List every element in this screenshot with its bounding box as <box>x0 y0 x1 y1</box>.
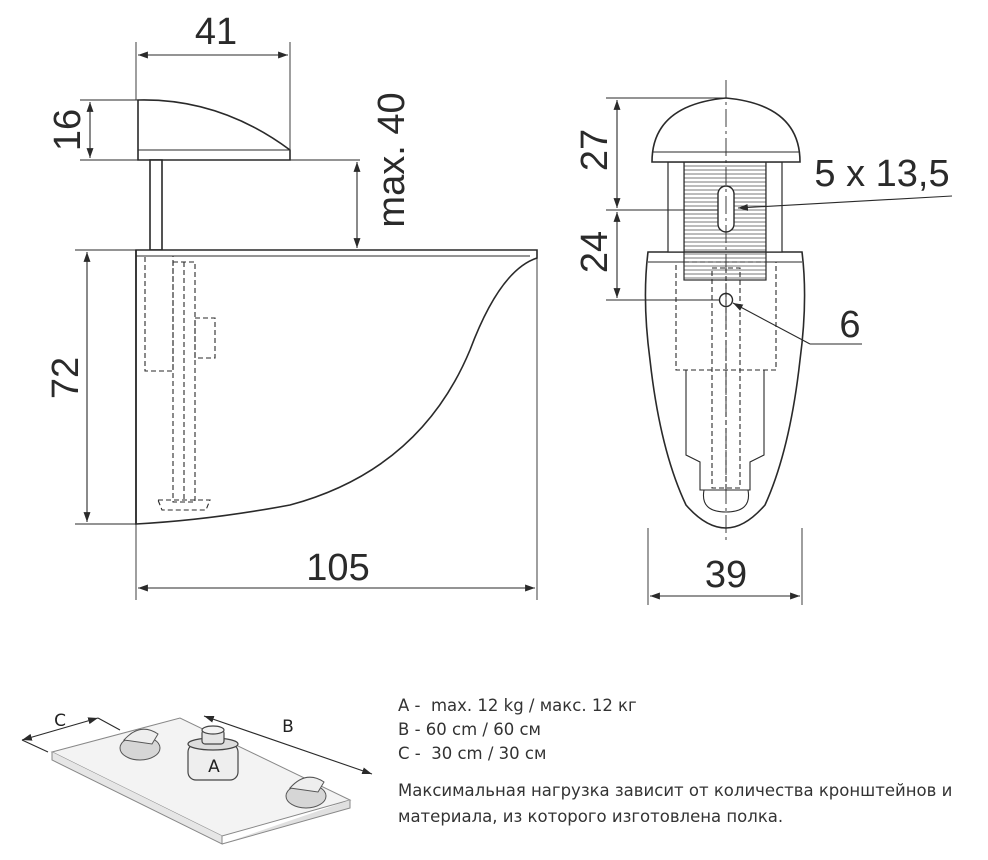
dim-slot-height: 24 <box>574 231 616 273</box>
side-post <box>149 159 163 251</box>
dim-top-height: 16 <box>47 109 89 151</box>
dim-slot-size: 5 x 13,5 <box>814 153 949 195</box>
label-c: C <box>54 711 66 731</box>
legend-b: B - 60 cm / 60 см <box>398 720 541 739</box>
label-b: B <box>282 717 294 737</box>
shelf-bracket-right <box>285 776 327 809</box>
dim-width: 39 <box>705 554 747 596</box>
load-note: Максимальная нагрузка зависит от количес… <box>398 781 953 826</box>
dim-width-top: 41 <box>195 11 237 53</box>
side-hidden-screw <box>144 255 216 511</box>
dim-max-gap: max. 40 <box>371 92 413 227</box>
weight-icon <box>187 725 239 781</box>
side-top-clamp <box>137 99 291 161</box>
side-bracket-body <box>135 249 538 525</box>
load-legend: A - max. 12 kg / макс. 12 кг B - 60 cm /… <box>398 694 637 766</box>
dim-hole-size: 6 <box>839 304 860 346</box>
shelf-illustration <box>21 715 373 845</box>
dim-length: 105 <box>306 547 369 589</box>
legend-c: C - 30 cm / 30 см <box>398 744 547 763</box>
side-view <box>75 42 538 600</box>
label-a: A <box>208 757 220 777</box>
dim-cap-height: 27 <box>574 129 616 171</box>
front-view <box>606 80 953 605</box>
shelf-bracket-left <box>119 728 161 761</box>
legend-a: A - max. 12 kg / макс. 12 кг <box>398 696 637 715</box>
front-cap <box>651 97 801 163</box>
dim-body-height: 72 <box>45 357 87 399</box>
